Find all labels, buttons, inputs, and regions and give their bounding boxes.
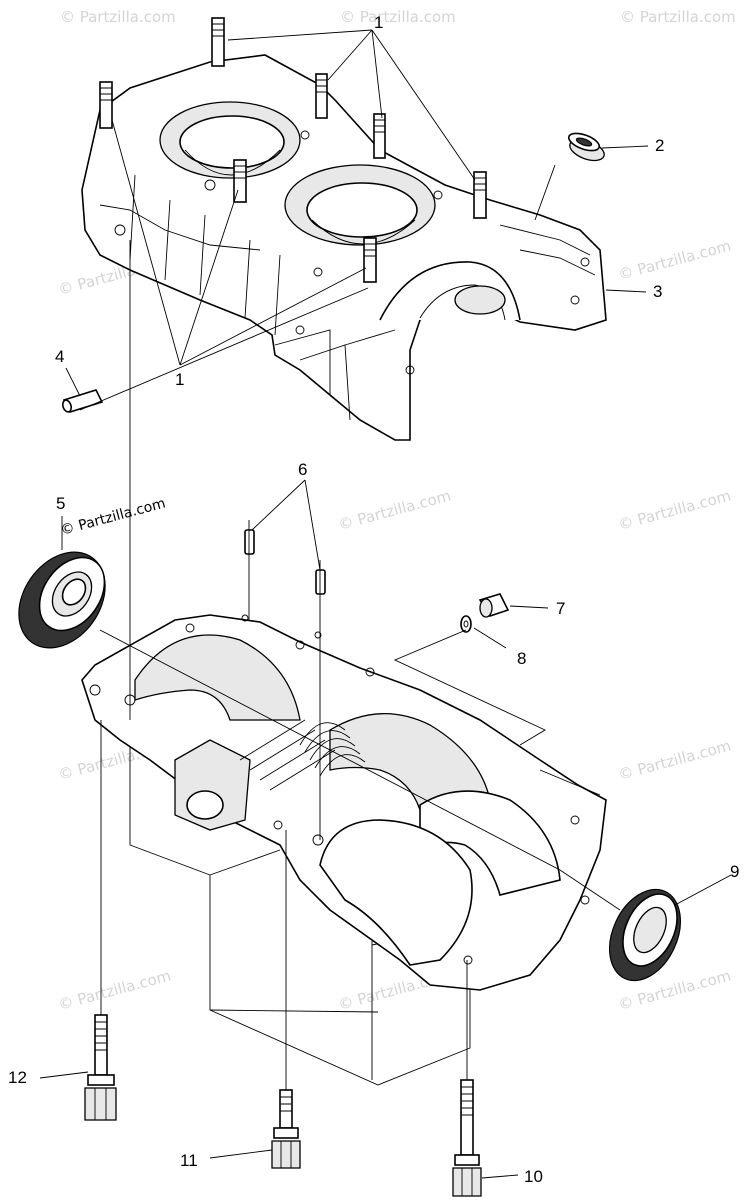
watermark: © Partzilla.com xyxy=(60,8,176,26)
watermark: © Partzilla.com xyxy=(336,487,452,534)
lower-crankcase xyxy=(81,614,607,1086)
part-4-pin xyxy=(61,389,104,413)
callout-11: 11 xyxy=(180,1151,198,1170)
watermark: © Partzilla.com xyxy=(616,487,732,534)
part-8-washer xyxy=(460,615,472,633)
part-7-plug xyxy=(478,593,510,618)
watermark: © Partzilla.com xyxy=(616,737,732,784)
part-11-bolt xyxy=(271,1089,301,1169)
watermark: © Partzilla.com xyxy=(340,8,456,26)
callout-8: 8 xyxy=(517,649,526,668)
callout-1: 1 xyxy=(374,13,383,32)
part-9-oil-seal xyxy=(609,888,681,982)
callout-12: 12 xyxy=(8,1068,27,1087)
watermark: © Partzilla.com xyxy=(620,8,736,26)
part-2-grommet xyxy=(567,132,605,162)
cylinder-studs xyxy=(99,17,487,283)
watermark: © Partzilla.com xyxy=(59,495,168,538)
upper-crankcase xyxy=(81,54,607,441)
part-5-oil-seal xyxy=(18,551,106,649)
callout-4: 4 xyxy=(55,347,64,366)
part-10-bolt xyxy=(452,1079,482,1197)
callout-6: 6 xyxy=(298,460,307,479)
callout-5: 5 xyxy=(56,494,65,513)
callout-7: 7 xyxy=(556,599,565,618)
callout-leaders xyxy=(39,29,732,1179)
watermark: © Partzilla.com xyxy=(56,967,172,1014)
callout-1: 1 xyxy=(175,370,184,389)
callout-2: 2 xyxy=(655,136,664,155)
alignment-lines xyxy=(79,164,621,1090)
callout-10: 10 xyxy=(524,1167,543,1186)
callout-labels: 1 1 2 3 4 5 6 7 8 9 10 11 12 xyxy=(8,13,739,1186)
callout-9: 9 xyxy=(730,862,739,881)
watermark: © Partzilla.com xyxy=(616,237,732,284)
callout-3: 3 xyxy=(653,282,662,301)
part-6-dowel-pins xyxy=(244,529,326,595)
part-12-bolt xyxy=(84,1014,117,1121)
